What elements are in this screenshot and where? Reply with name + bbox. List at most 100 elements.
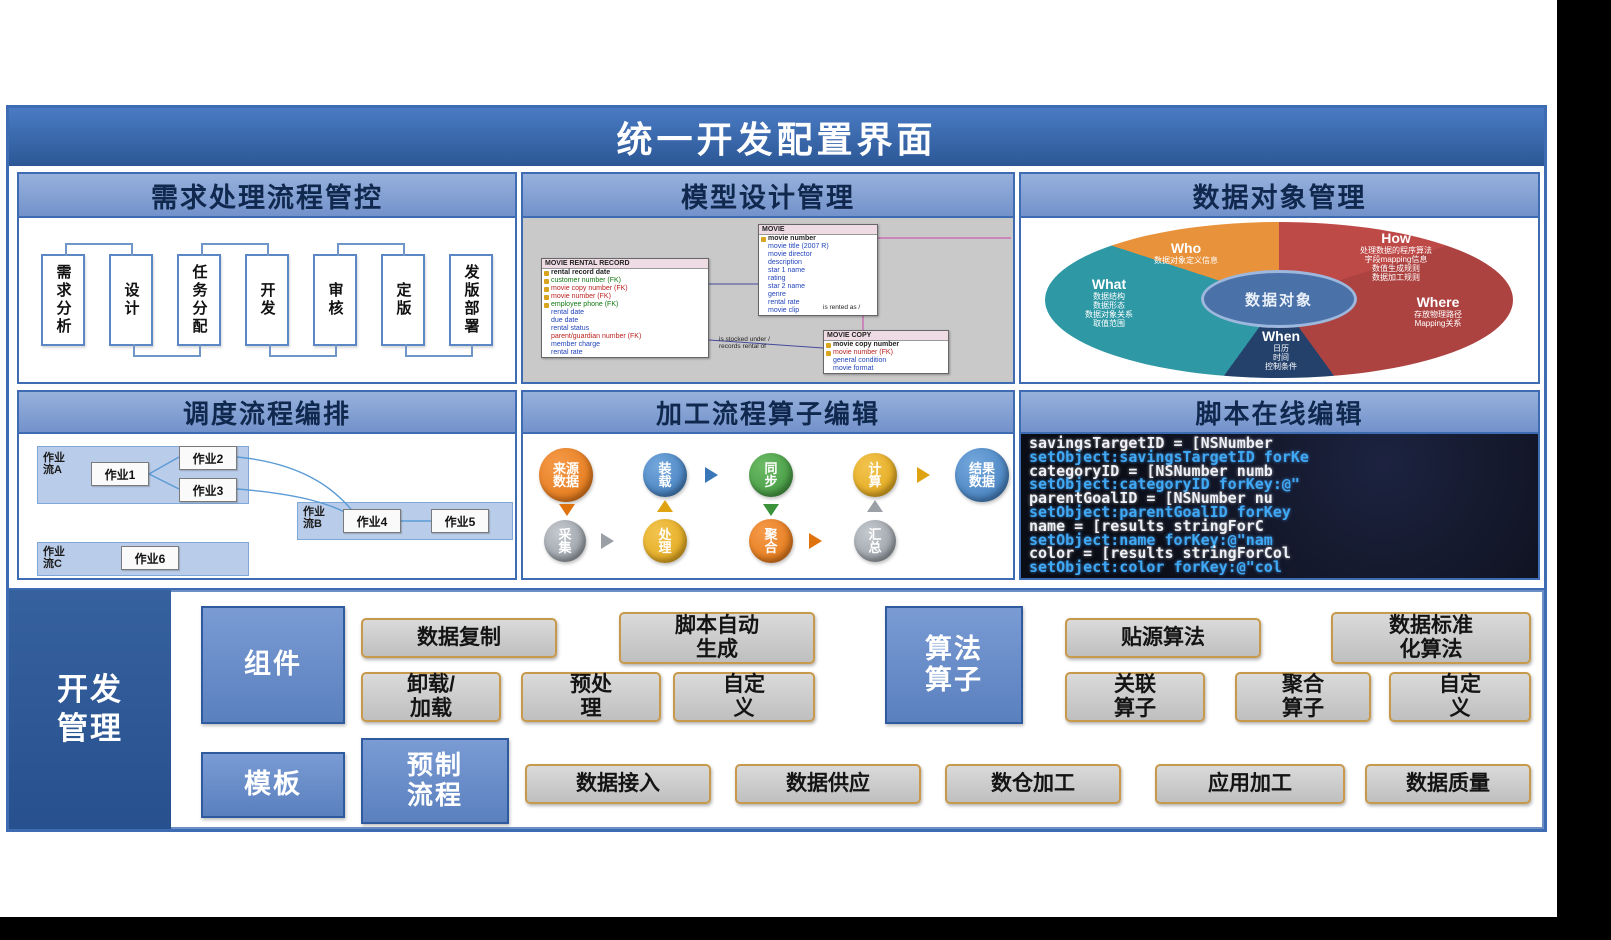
button-application-processing[interactable]: 应用加工 bbox=[1155, 764, 1345, 804]
arrow-right-icon bbox=[809, 533, 822, 549]
button-warehouse-processing[interactable]: 数仓加工 bbox=[945, 764, 1121, 804]
er-field-name: movie clip bbox=[768, 307, 800, 314]
code-line: setObject:name forKey:@"nam bbox=[1029, 530, 1273, 549]
er-field-name: rental rate bbox=[768, 299, 800, 306]
flow-step-label: 定版 bbox=[394, 282, 412, 318]
wheel-segment-where: Where 存放物理路径 Mapping关系 bbox=[1373, 294, 1503, 328]
key-icon bbox=[544, 286, 549, 292]
arrow-up-icon bbox=[657, 500, 673, 512]
button-aggregate-operator[interactable]: 聚合 算子 bbox=[1235, 672, 1371, 722]
segment-desc: 处理数据的程序算法 字段mapping信息 数值生成规则 数据加工规则 bbox=[1360, 246, 1432, 282]
button-preprocess[interactable]: 预处 理 bbox=[521, 672, 661, 722]
er-field-name: star 2 name bbox=[768, 283, 805, 290]
er-field-name: movie director bbox=[768, 251, 812, 258]
operator-node: 采 集 bbox=[544, 520, 586, 562]
er-field-list: movie number movie title (2007 R) bbox=[759, 235, 877, 315]
button-data-supply[interactable]: 数据供应 bbox=[735, 764, 921, 804]
operator-node: 装 载 bbox=[643, 453, 687, 497]
er-field-name: movie title (2007 R) bbox=[768, 243, 829, 250]
wheel-segment-how: How 处理数据的程序算法 字段mapping信息 数值生成规则 数据加工规则 bbox=[1321, 230, 1471, 282]
template-tag[interactable]: 模板 bbox=[201, 752, 345, 818]
job-6: 作业6 bbox=[121, 546, 179, 570]
dev-management-content: 组件 数据复制 脚本自动 生成 卸载/ 加载 预处 理 自定 义 算法 算子 贴… bbox=[171, 590, 1544, 829]
development-management-section: 开发 管理 组件 数据复制 脚本自动 生成 卸载/ 加载 预处 理 自定 义 算… bbox=[9, 588, 1544, 829]
er-field-row: employee phone (FK) bbox=[542, 301, 708, 309]
er-field-row: movie number bbox=[759, 235, 877, 243]
arrow-down-icon bbox=[763, 504, 779, 516]
button-unload-load[interactable]: 卸载/ 加载 bbox=[361, 672, 501, 722]
er-field-row: movie clip bbox=[759, 307, 877, 315]
er-field-name: genre bbox=[768, 291, 786, 298]
operator-node: 处 理 bbox=[643, 519, 687, 563]
data-object-body: Who 数据对象定义信息 How 处理数据的程序算法 字段mapping信息 数… bbox=[1021, 218, 1538, 382]
arrow-down-icon bbox=[559, 504, 575, 516]
er-field-row: movie copy number (FK) bbox=[542, 285, 708, 293]
er-relation-label: is stocked under / records rental of bbox=[719, 336, 770, 350]
segment-name: When bbox=[1261, 328, 1301, 344]
prebuilt-flow-tag[interactable]: 预制 流程 bbox=[361, 738, 509, 824]
er-field-row: description bbox=[759, 259, 877, 267]
job-flow-b-label: 作业 流B bbox=[303, 506, 325, 530]
er-table-movie: MOVIE movie number bbox=[758, 224, 878, 316]
button-source-algorithm[interactable]: 贴源算法 bbox=[1065, 618, 1261, 658]
requirement-flow-step: 任务分配 bbox=[133, 254, 221, 357]
operator-node: 来源 数据 bbox=[539, 448, 593, 502]
er-field-name: rental rate bbox=[551, 349, 583, 356]
er-field-row: due date bbox=[542, 317, 708, 325]
operator-node-label: 汇 总 bbox=[868, 527, 882, 555]
button-custom-operator[interactable]: 自定 义 bbox=[1389, 672, 1531, 722]
arrow-right-icon bbox=[601, 533, 614, 549]
panel-model-design: 模型设计管理 MOVIE RENTAL RECORD bbox=[521, 172, 1015, 384]
arrow-right-icon bbox=[917, 467, 930, 483]
schedule-connector-lines bbox=[148, 456, 431, 522]
job-3: 作业3 bbox=[179, 478, 237, 502]
requirement-flow-step: 审核 bbox=[269, 254, 357, 357]
button-custom-component[interactable]: 自定 义 bbox=[673, 672, 815, 722]
button-data-copy[interactable]: 数据复制 bbox=[361, 618, 557, 658]
er-field-row: movie copy number bbox=[824, 341, 948, 349]
code-line: savingsTargetID = [NSNumber bbox=[1029, 434, 1273, 452]
button-data-quality[interactable]: 数据质量 bbox=[1365, 764, 1531, 804]
key-icon bbox=[544, 294, 549, 300]
panel-data-object: 数据对象管理 Who 数据对象定义信息 How 处理数据的程序算法 字段mapp… bbox=[1019, 172, 1540, 384]
job-1: 作业1 bbox=[91, 462, 149, 486]
key-icon bbox=[544, 270, 549, 276]
panel-schedule: 调度流程编排 作业 流A 作业 流B 作业 流C 作业1 bbox=[17, 390, 517, 580]
wheel-segment-what: What 数据结构 数据形态 数据对象关系 取值范围 bbox=[1049, 276, 1169, 328]
panel-header-schedule: 调度流程编排 bbox=[19, 392, 515, 434]
er-field-row: rating bbox=[759, 275, 877, 283]
er-field-name: due date bbox=[551, 317, 579, 324]
operator-node-label: 装 载 bbox=[658, 461, 672, 489]
algorithm-operator-tag[interactable]: 算法 算子 bbox=[885, 606, 1023, 724]
er-table-title: MOVIE RENTAL RECORD bbox=[542, 259, 708, 269]
er-field-name: rental record date bbox=[551, 269, 611, 276]
er-field-row: movie format bbox=[824, 365, 948, 373]
button-data-ingest[interactable]: 数据接入 bbox=[525, 764, 711, 804]
operator-node: 聚 合 bbox=[749, 519, 793, 563]
segment-desc: 数据结构 数据形态 数据对象关系 取值范围 bbox=[1085, 292, 1133, 328]
button-join-operator[interactable]: 关联 算子 bbox=[1065, 672, 1205, 722]
component-tag[interactable]: 组件 bbox=[201, 606, 345, 724]
operator-node-label: 处 理 bbox=[658, 527, 672, 555]
er-diagram-body: MOVIE RENTAL RECORD rental record date bbox=[523, 218, 1013, 382]
er-field-name: general condition bbox=[833, 357, 887, 364]
job-4: 作业4 bbox=[343, 509, 401, 533]
er-connector-lines bbox=[708, 237, 1011, 349]
arrow-up-icon bbox=[867, 500, 883, 512]
panel-script: 脚本在线编辑 savingsTargetID = [NSNumber setOb… bbox=[1019, 390, 1540, 580]
requirement-flow-step: 发版部署 bbox=[405, 254, 493, 357]
er-field-name: movie format bbox=[833, 365, 874, 372]
er-table-movie-copy: MOVIE COPY movie copy number bbox=[823, 330, 949, 374]
code-line: setObject:categoryID forKey:@" bbox=[1029, 475, 1300, 494]
er-field-name: member charge bbox=[551, 341, 601, 348]
button-script-autogen[interactable]: 脚本自动 生成 bbox=[619, 612, 815, 664]
dev-management-label: 开发 管理 bbox=[9, 590, 171, 829]
button-standardize-algorithm[interactable]: 数据标准 化算法 bbox=[1331, 612, 1531, 664]
segment-desc: 日历 时间 控制条件 bbox=[1265, 344, 1297, 371]
flow-step-label: 发版部署 bbox=[462, 264, 480, 336]
requirement-flow-body: 需求分析 设计 任务分配 开发 bbox=[19, 218, 515, 382]
er-table-title: MOVIE COPY bbox=[824, 331, 948, 341]
er-field-name: employee phone (FK) bbox=[551, 301, 619, 308]
er-relation-label: is rented as / bbox=[823, 304, 861, 311]
